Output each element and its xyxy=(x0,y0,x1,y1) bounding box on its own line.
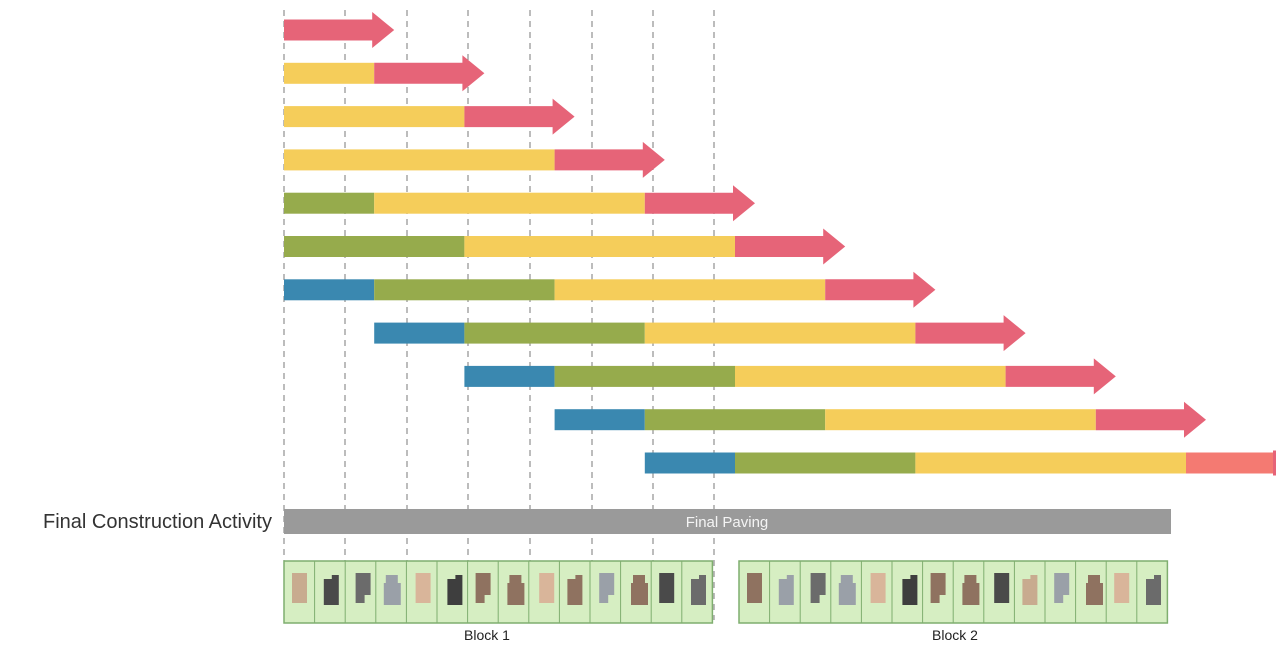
phase-row xyxy=(374,315,1026,352)
activity-arrow xyxy=(464,98,575,135)
house-footprint xyxy=(659,573,675,603)
activity-arrow xyxy=(735,228,846,265)
house-footprint xyxy=(599,573,615,603)
activity-segment xyxy=(284,106,465,128)
activity-segment xyxy=(374,279,555,301)
phase-row xyxy=(464,358,1116,395)
activity-arrow-cut xyxy=(1273,450,1276,476)
activity-arrow xyxy=(644,185,755,222)
house-footprint xyxy=(447,575,463,605)
activity-segment xyxy=(1186,452,1273,474)
activity-segment xyxy=(374,322,465,344)
activity-segment xyxy=(644,322,916,344)
activity-segment xyxy=(464,236,735,257)
phase-row xyxy=(284,55,485,92)
house-footprint xyxy=(778,575,794,605)
house-footprint xyxy=(962,575,980,605)
activity-segment xyxy=(464,322,645,344)
activity-arrow xyxy=(284,12,395,48)
house-footprint xyxy=(1146,575,1161,605)
house-footprint xyxy=(838,575,856,605)
activity-segment xyxy=(284,236,465,257)
house-footprint xyxy=(691,575,706,605)
house-footprint xyxy=(507,575,525,605)
house-footprint xyxy=(292,573,307,603)
activity-segment xyxy=(825,409,1096,431)
phase-rows xyxy=(284,12,1276,476)
activity-arrow xyxy=(915,315,1026,352)
house-footprint xyxy=(355,573,371,603)
activity-segment xyxy=(374,192,645,214)
house-footprint xyxy=(810,573,826,603)
house-footprint xyxy=(930,573,946,603)
activity-segment xyxy=(554,279,826,301)
activity-segment xyxy=(915,452,1186,474)
block-2-label: Block 2 xyxy=(932,627,978,643)
activity-segment xyxy=(284,279,375,301)
activity-segment xyxy=(464,365,555,387)
activity-segment xyxy=(554,365,735,387)
final-activity-label: Final Construction Activity xyxy=(43,511,272,533)
activity-segment xyxy=(644,409,826,431)
block-1-label: Block 1 xyxy=(464,627,510,643)
house-footprint xyxy=(1022,575,1038,605)
house-footprint xyxy=(631,575,648,605)
block-1 xyxy=(283,560,714,624)
phase-row xyxy=(284,271,936,308)
house-footprint xyxy=(383,575,401,605)
house-footprint xyxy=(1114,573,1130,603)
house-footprint xyxy=(539,573,555,603)
activity-arrow xyxy=(554,141,665,178)
activity-arrow xyxy=(374,55,485,92)
final-paving-label: Final Paving xyxy=(686,514,769,531)
activity-segment xyxy=(644,452,735,474)
house-footprint xyxy=(994,573,1010,603)
house-footprint xyxy=(323,575,339,605)
activity-arrow xyxy=(825,271,936,308)
activity-segment xyxy=(284,192,375,214)
house-footprint xyxy=(747,573,762,603)
phase-row xyxy=(284,12,395,48)
house-footprint xyxy=(870,573,886,603)
phase-row xyxy=(284,98,575,135)
activity-segment xyxy=(554,409,645,431)
activity-arrow xyxy=(1005,358,1116,395)
phase-row xyxy=(284,228,846,265)
house-footprint xyxy=(902,575,918,605)
activity-arrow xyxy=(1095,401,1206,438)
activity-segment xyxy=(284,149,555,171)
phase-row xyxy=(554,401,1206,438)
house-footprint xyxy=(1054,573,1070,603)
house-footprint xyxy=(567,575,583,605)
final-paving-bar xyxy=(284,509,1171,534)
phase-row xyxy=(644,450,1276,476)
activity-segment xyxy=(284,62,375,84)
block-2 xyxy=(738,560,1169,624)
activity-segment xyxy=(735,365,1006,387)
phase-row xyxy=(284,185,755,222)
activity-segment xyxy=(735,452,916,474)
house-footprint xyxy=(1086,575,1103,605)
phase-row xyxy=(284,141,665,178)
house-footprint xyxy=(475,573,491,603)
house-footprint xyxy=(415,573,431,603)
